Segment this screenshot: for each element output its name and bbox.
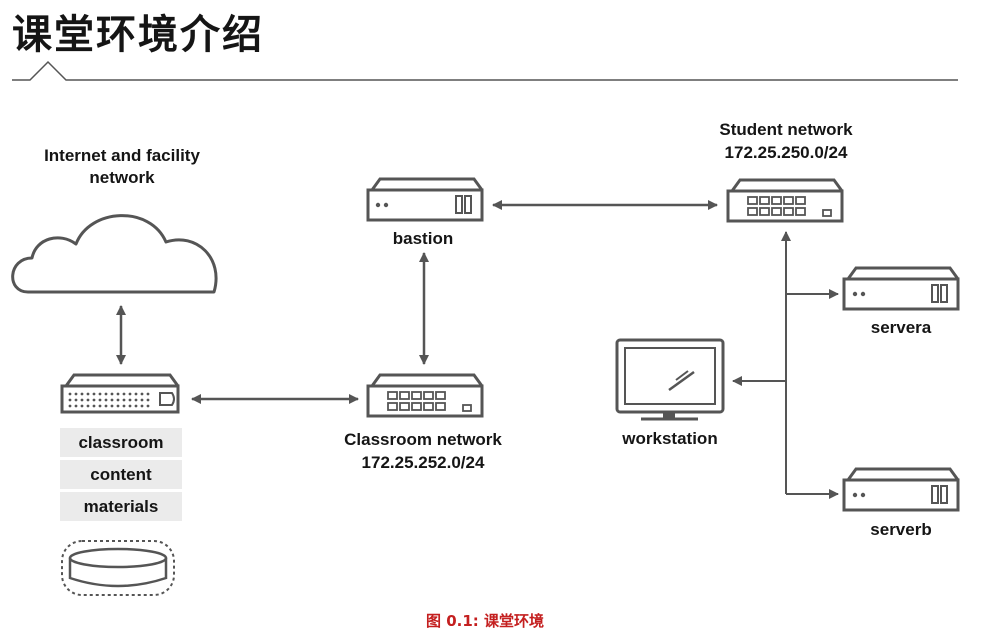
content-label-bg-1 [60,428,182,457]
server-icon [842,467,960,512]
bastion-label: bastion [393,229,453,248]
student-network-label: Student network [719,120,853,139]
internet-label-line1: Internet and facility [44,146,200,165]
workstation-label: workstation [621,429,717,448]
disk-icon [61,540,175,596]
internet-label-line2: network [89,168,155,187]
switch-icon [726,178,844,223]
switch-icon [366,373,484,418]
header-rule [12,60,958,81]
figure-caption: 图 0.1: 课堂环境 [426,612,544,630]
page-title: 课堂环境介绍 [12,12,264,58]
serverb-label: serverb [870,520,931,539]
cloud-icon [11,214,218,294]
content-label-bg-3 [60,492,182,521]
content-label-bg-2 [60,460,182,489]
student-network-subnet: 172.25.250.0/24 [725,143,848,162]
patch-panel-icon [60,373,180,414]
server-icon [842,266,960,311]
server-icon [366,177,484,222]
content-label-content: content [90,465,152,484]
content-label-materials: materials [84,497,159,516]
monitor-icon [615,338,725,421]
servera-label: servera [871,318,932,337]
classroom-network-subnet: 172.25.252.0/24 [362,453,485,472]
content-label-classroom: classroom [78,433,163,452]
classroom-network-label: Classroom network [344,430,502,449]
